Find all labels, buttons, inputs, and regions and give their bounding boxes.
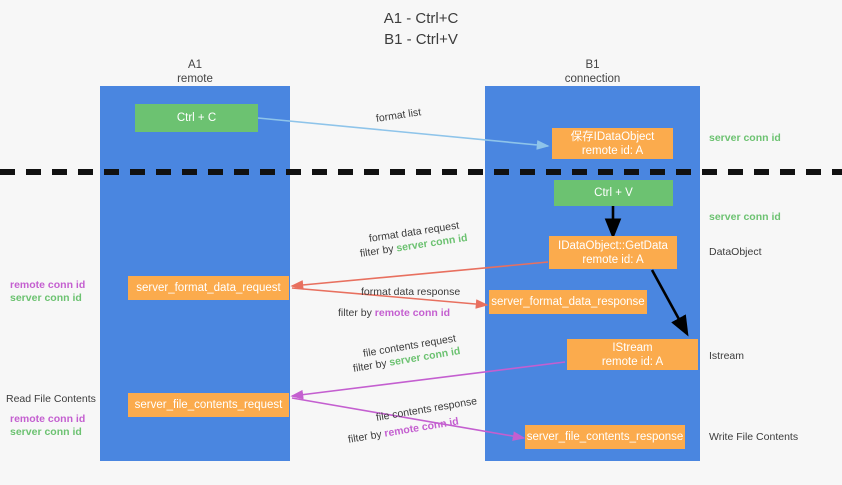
right-label-write-file-contents: Write File Contents [709, 431, 798, 444]
left-label-read-file-contents-text: Read File Contents [6, 393, 96, 405]
node-getdata-line1: IDataObject::GetData [558, 239, 668, 252]
right-label-server-conn-id-mid: server conn id [709, 211, 781, 224]
left-label-remote-conn-id-bottom-text: remote conn id [10, 413, 86, 425]
left-label-server-conn-id-mid-text: server conn id [10, 292, 82, 304]
column-header-a1: A1 remote [100, 58, 290, 86]
node-istream[interactable]: IStream remote id: A [567, 339, 698, 370]
node-istream-line1: IStream [612, 341, 653, 354]
left-label-remote-conn-id-mid-text: remote conn id [10, 279, 86, 291]
node-ctrl-v[interactable]: Ctrl + V [554, 180, 673, 206]
right-label-write-file-contents-text: Write File Contents [709, 431, 799, 443]
left-label-server-conn-id-bottom: server conn id [10, 426, 82, 439]
right-label-server-conn-id-mid-text: server conn id [709, 211, 781, 223]
column-header-b1: B1 connection [485, 58, 700, 86]
node-save-idataobject-line1: 保存IDataObject [570, 130, 655, 143]
node-save-idataobject-line2: remote id: A [581, 144, 644, 157]
edge-label-format-data-response-text: format data response [361, 286, 461, 298]
title-line-1: A1 - Ctrl+C [383, 10, 459, 27]
left-label-remote-conn-id-mid: remote conn id [10, 279, 85, 292]
edge-label-format-list: format list [375, 105, 422, 126]
column-header-a1-sub: remote [177, 73, 213, 85]
left-label-server-conn-id-mid: server conn id [10, 292, 82, 305]
node-ctrl-c-label: Ctrl + C [176, 112, 217, 124]
node-idataobject-getdata[interactable]: IDataObject::GetData remote id: A [549, 236, 677, 269]
node-getdata-line2: remote id: A [582, 253, 644, 266]
edge-label-format-data-response-filter: filter by remote conn id [338, 306, 450, 320]
title-line-2: B1 - Ctrl+V [384, 31, 458, 48]
node-server-format-data-request-label: server_format_data_request [136, 282, 281, 294]
node-server-format-data-request[interactable]: server_format_data_request [128, 276, 289, 300]
left-label-read-file-contents: Read File Contents [6, 393, 96, 406]
right-label-server-conn-id-top: server conn id [709, 132, 781, 145]
node-ctrl-v-label: Ctrl + V [594, 187, 633, 199]
edge-label-format-list-text: format list [375, 106, 422, 125]
filter-prefix: filter by [359, 242, 398, 260]
node-save-idataobject[interactable]: 保存IDataObject remote id: A [552, 128, 673, 159]
edge-label-format-data-response: format data response [361, 285, 460, 299]
filter-prefix: filter by [352, 356, 391, 375]
column-header-a1-name: A1 [187, 59, 203, 71]
node-server-file-contents-response-label: server_file_contents_response [526, 431, 684, 443]
node-server-file-contents-response[interactable]: server_file_contents_response [525, 425, 685, 449]
node-server-file-contents-request-label: server_file_contents_request [134, 399, 283, 411]
diagram-title: A1 - Ctrl+C B1 - Ctrl+V [0, 8, 842, 50]
right-label-dataobject: DataObject [709, 246, 762, 259]
node-server-format-data-response-label: server_format_data_response [491, 296, 645, 308]
left-label-remote-conn-id-bottom: remote conn id [10, 413, 85, 426]
right-label-server-conn-id-top-text: server conn id [709, 132, 781, 144]
right-label-istream: Istream [709, 350, 744, 363]
column-header-b1-name: B1 [585, 59, 600, 71]
node-ctrl-c[interactable]: Ctrl + C [135, 104, 258, 132]
right-label-dataobject-text: DataObject [709, 246, 762, 258]
node-server-format-data-response[interactable]: server_format_data_response [489, 290, 647, 314]
filter-prefix: filter by [338, 307, 375, 319]
filter-value-remote-conn-id: remote conn id [374, 307, 451, 319]
node-server-file-contents-request[interactable]: server_file_contents_request [128, 393, 289, 417]
filter-prefix: filter by [347, 427, 386, 446]
column-header-b1-sub: connection [564, 73, 621, 85]
node-istream-line2: remote id: A [601, 355, 664, 368]
left-label-server-conn-id-bottom-text: server conn id [10, 426, 82, 438]
right-label-istream-text: Istream [709, 350, 745, 362]
